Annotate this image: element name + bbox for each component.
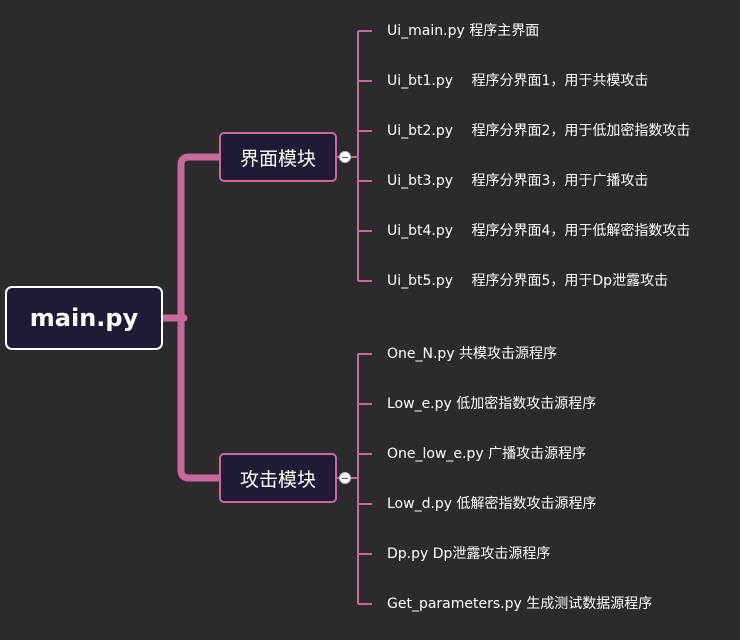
leaf-node[interactable]: Low_e.py 低加密指数攻击源程序 (387, 396, 597, 412)
leaf-node[interactable]: Get_parameters.py 生成测试数据源程序 (387, 596, 653, 612)
leaf-node[interactable]: Ui_bt2.py 程序分界面2，用于低加密指数攻击 (387, 123, 691, 139)
leaf-node[interactable]: Dp.py Dp泄露攻击源程序 (387, 546, 551, 562)
root-connector (159, 153, 223, 482)
collapse-icon[interactable] (339, 472, 351, 484)
root-node[interactable]: main.py (5, 286, 163, 350)
collapse-icon[interactable] (339, 151, 351, 163)
leaf-node[interactable]: Ui_bt1.py 程序分界面1，用于共模攻击 (387, 73, 649, 89)
leaf-node[interactable]: Ui_bt4.py 程序分界面4，用于低解密指数攻击 (387, 223, 691, 239)
leaf-node[interactable]: Low_d.py 低解密指数攻击源程序 (387, 496, 597, 512)
leaf-node[interactable]: One_N.py 共模攻击源程序 (387, 346, 558, 362)
branch-node-attack[interactable]: 攻击模块 (219, 453, 337, 503)
leaf-node[interactable]: Ui_bt3.py 程序分界面3，用于广播攻击 (387, 173, 649, 189)
leaf-node[interactable]: One_low_e.py 广播攻击源程序 (387, 446, 587, 462)
leaf-node[interactable]: Ui_bt5.py 程序分界面5，用于Dp泄露攻击 (387, 273, 669, 289)
leaf-node[interactable]: Ui_main.py 程序主界面 (387, 23, 540, 39)
branch-node-ui[interactable]: 界面模块 (219, 132, 337, 182)
